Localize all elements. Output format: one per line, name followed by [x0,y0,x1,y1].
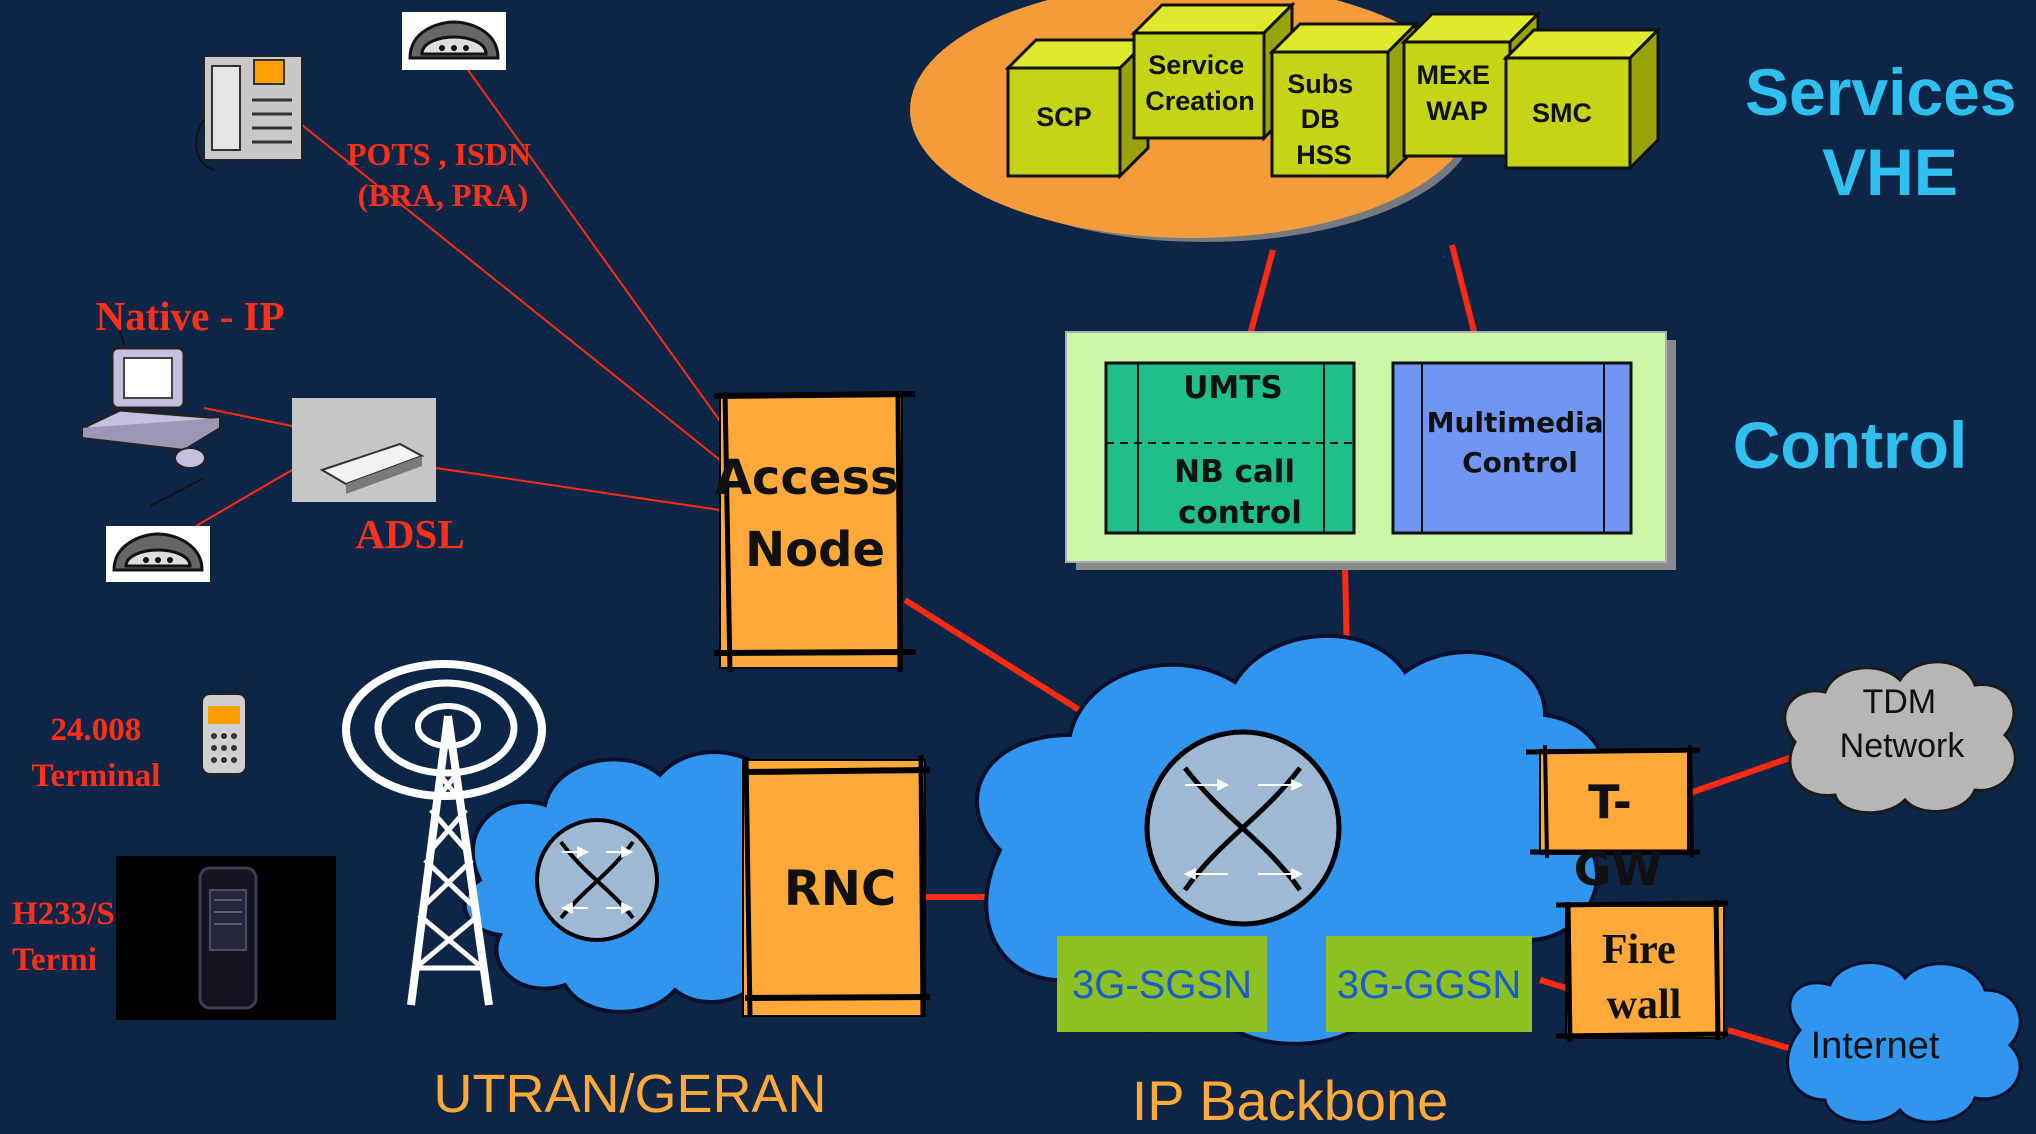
service-creation-label: Service Creation [1145,50,1255,116]
ggsn-label: 3G-GGSN [1337,963,1521,1007]
umts-nb-call-control-box: UMTS NB call control [1104,361,1356,535]
firewall-box: Fire wall [1555,899,1729,1043]
smc-box: SMC [1502,26,1662,172]
utran-geran-label: UTRAN/GERAN [433,1064,826,1124]
computer-icon [76,329,225,507]
sgsn-label: 3G-SGSN [1072,963,1252,1007]
desk-phone-icon [195,55,303,171]
rnc-label: RNC [784,861,896,917]
adsl-label: ADSL [355,511,464,557]
firewall-label: Fire wall [1602,927,1686,1028]
phone-handset-icon [402,12,506,70]
access-node-label: Access Node [715,450,915,578]
utran-switch-icon [535,818,659,942]
scp-label: SCP [1036,102,1092,132]
nb-call-control-label: NB call control [1174,454,1306,531]
access-node-box: Access Node [713,391,917,673]
mexe-wap-label: MExE WAP [1416,60,1497,126]
h233-terminal-label: H233/S Termi [12,896,123,978]
scp-box: SCP [1004,36,1152,180]
umts-label: UMTS [1183,370,1283,406]
smc-label: SMC [1532,98,1592,128]
ip-backbone-label: IP Backbone [1132,1069,1449,1132]
service-creation-box: Service Creation [1130,1,1296,142]
sgsn-box: 3G-SGSN [1057,936,1267,1032]
adsl-modem-icon [292,398,436,502]
tdm-network-label: TDM Network [1840,683,1966,765]
internet-label: Internet [1811,1025,1940,1067]
ggsn-box: 3G-GGSN [1326,936,1532,1032]
backbone-switch-icon [1144,729,1342,927]
subs-db-hss-label: Subs DB HSS [1287,69,1361,170]
rnc-box: RNC [742,754,931,1017]
services-vhe-title: Services VHE [1745,55,2035,209]
pots-isdn-label: POTS , ISDN (BRA, PRA) [347,136,539,213]
services-layer: SCP Service Creation Subs DB HSS [910,0,1662,242]
subs-db-hss-box: Subs DB HSS [1268,20,1420,180]
adsl-phone-handset-icon [106,526,210,582]
t-gw-label: T- GW [1574,775,1663,896]
multimedia-control-label: Multimedia Control [1427,406,1614,479]
smartphone-icon [116,856,336,1020]
internet-cloud: Internet [1786,961,2022,1124]
control-layer: UMTS NB call control Multimedia Control [1065,331,1676,570]
multimedia-control-box: Multimedia Control [1391,361,1633,535]
radio-antenna-icon [342,660,546,1006]
terminal-24008-label: 24.008 Terminal [32,712,161,794]
t-gw-box: T- GW [1525,744,1701,896]
mobile-phone-icon [201,681,247,775]
native-ip-label: Native - IP [95,293,284,339]
tdm-network-cloud: TDM Network [1783,660,2017,815]
control-title: Control [1733,408,1968,482]
